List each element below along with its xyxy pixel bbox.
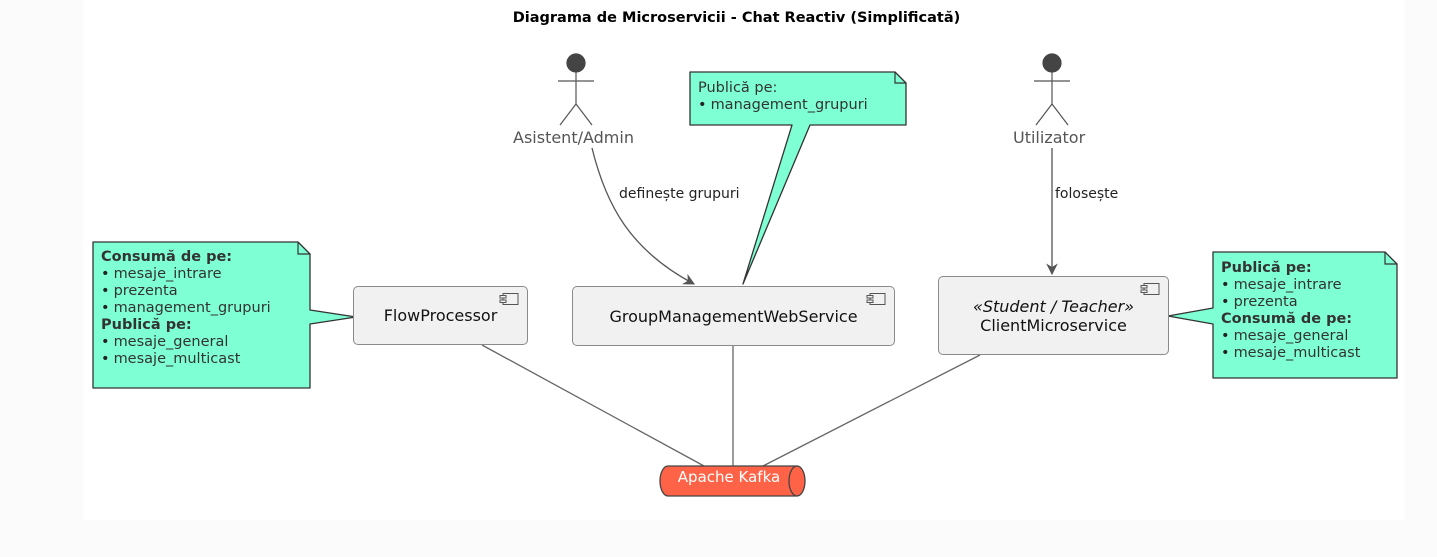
note-item: mesaje_intrare: [1221, 277, 1389, 294]
kafka-queue-shape: [659, 465, 806, 497]
note-item: mesaje_multicast: [101, 351, 302, 368]
group-note-fold: [894, 72, 906, 84]
admin-to-group-arrow: [591, 147, 696, 285]
note-heading: Consumă de pe:: [101, 249, 233, 265]
flow-to-kafka-link: [481, 344, 705, 467]
component-name: ClientMicroservice: [980, 315, 1127, 335]
admin-actor-icon: [558, 53, 594, 126]
note-heading: Publică pe:: [698, 80, 778, 96]
client-to-kafka-link: [762, 354, 981, 467]
user-actor-label: Utilizator: [1013, 128, 1086, 147]
group-note-shape: [689, 71, 907, 285]
flow-note: Consumă de pe: mesaje_intrare prezenta m…: [93, 243, 310, 374]
note-item: prezenta: [101, 283, 302, 300]
note-item: mesaje_general: [1221, 328, 1389, 345]
user-actor-icon: [1034, 53, 1070, 126]
diagram-title: Diagrama de Microservicii - Chat Reactiv…: [512, 10, 961, 26]
note-heading: Publică pe:: [101, 317, 192, 333]
note-item: management_grupuri: [101, 300, 302, 317]
note-heading: Publică pe:: [1221, 260, 1312, 276]
client-note: Publică pe: mesaje_intrare prezenta Cons…: [1213, 254, 1397, 368]
note-item: mesaje_general: [101, 334, 302, 351]
note-item: mesaje_intrare: [101, 266, 302, 283]
component-icon: [499, 293, 519, 305]
component-icon: [866, 293, 886, 305]
client-note-fold: [1384, 252, 1397, 265]
component-icon: [1140, 283, 1160, 295]
component-stereotype: «Student / Teacher»: [972, 296, 1135, 316]
flowprocessor-component[interactable]: FlowProcessor: [353, 286, 528, 345]
note-item: prezenta: [1221, 294, 1389, 311]
groupmanagement-component[interactable]: GroupManagementWebService: [572, 286, 895, 346]
user-edge-label: folosește: [1055, 186, 1119, 202]
clientmicroservice-component[interactable]: «Student / Teacher» ClientMicroservice: [938, 276, 1169, 355]
admin-edge-label: definește grupuri: [619, 186, 740, 202]
note-item: management_grupuri: [698, 97, 898, 114]
admin-actor-label: Asistent/Admin: [513, 128, 634, 147]
kafka-queue-label[interactable]: Apache Kafka: [677, 468, 781, 486]
note-item: mesaje_multicast: [1221, 345, 1389, 362]
group-note: Publică pe: management_grupuri: [690, 74, 906, 120]
component-name: GroupManagementWebService: [609, 306, 858, 326]
component-name: FlowProcessor: [383, 306, 498, 325]
flow-note-fold: [297, 242, 310, 255]
note-heading: Consumă de pe:: [1221, 311, 1353, 327]
